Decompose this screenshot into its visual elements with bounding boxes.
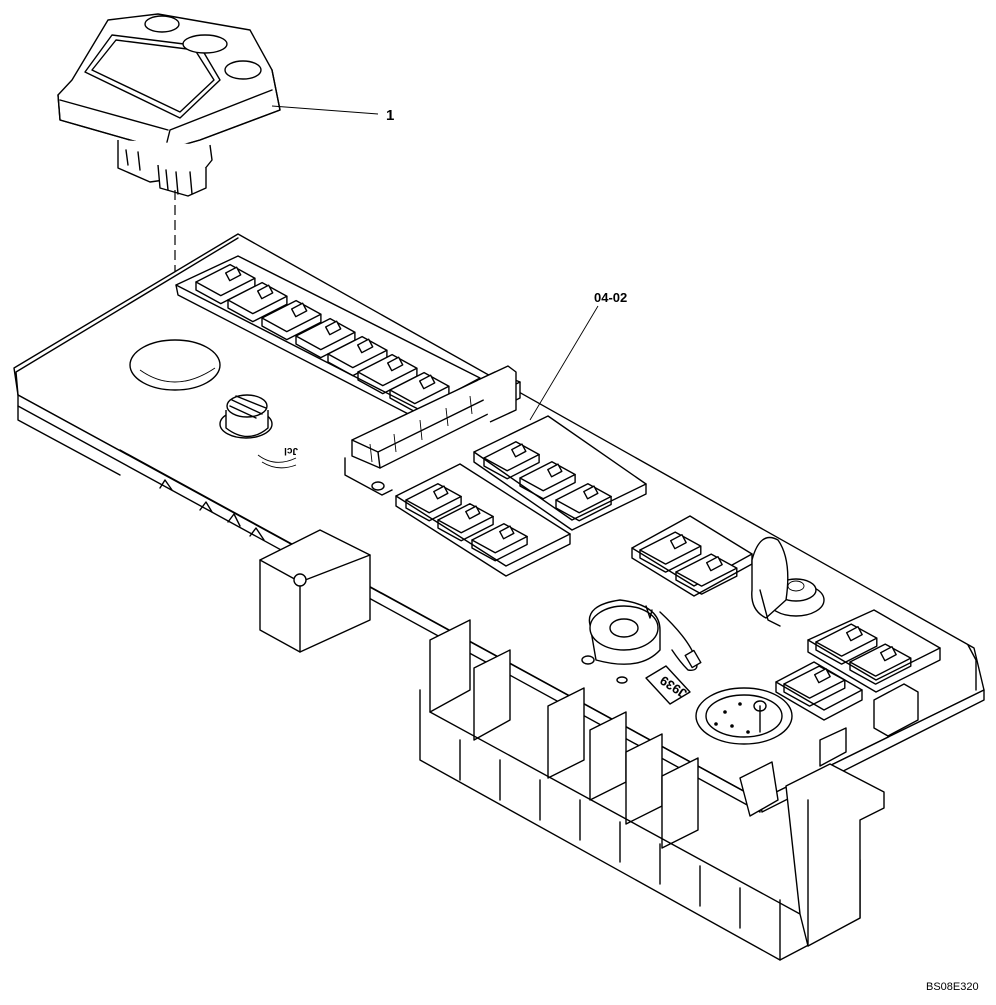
rocker-switch (675, 553, 738, 595)
svg-text:Jcl: Jcl (284, 445, 298, 456)
rocker-switch (471, 523, 528, 562)
rocker-switch (195, 263, 256, 305)
drawing-reference: BS08E320 (926, 981, 979, 993)
rocker-switch (437, 503, 494, 542)
diagnostic-socket (695, 687, 793, 745)
rocker-switch (357, 353, 418, 395)
rocker-switch (227, 281, 288, 323)
rocker-switch (555, 483, 612, 522)
rocker-switch (405, 483, 462, 522)
rocker-switch (849, 643, 912, 685)
rocker-switch (261, 299, 322, 341)
connector-cover (344, 365, 521, 496)
leader-line-04-02 (529, 305, 599, 421)
rocker-switch (295, 317, 356, 359)
leader-line-1 (271, 105, 379, 115)
rocker-switch (783, 665, 846, 707)
switch-panel: Jcl (13, 233, 985, 961)
rocker-switch (327, 335, 388, 377)
rocker-switch (639, 531, 702, 573)
rocker-switch (519, 461, 576, 500)
display-module (57, 13, 281, 197)
callout-04-02: 04-02 (594, 290, 627, 305)
ignition-key (751, 536, 825, 627)
rocker-switch (815, 623, 878, 665)
relay-bank (259, 529, 919, 961)
rocker-switch (483, 441, 540, 480)
buzzer (581, 599, 702, 684)
rotary-knob (219, 394, 297, 469)
callout-1: 1 (386, 107, 394, 124)
